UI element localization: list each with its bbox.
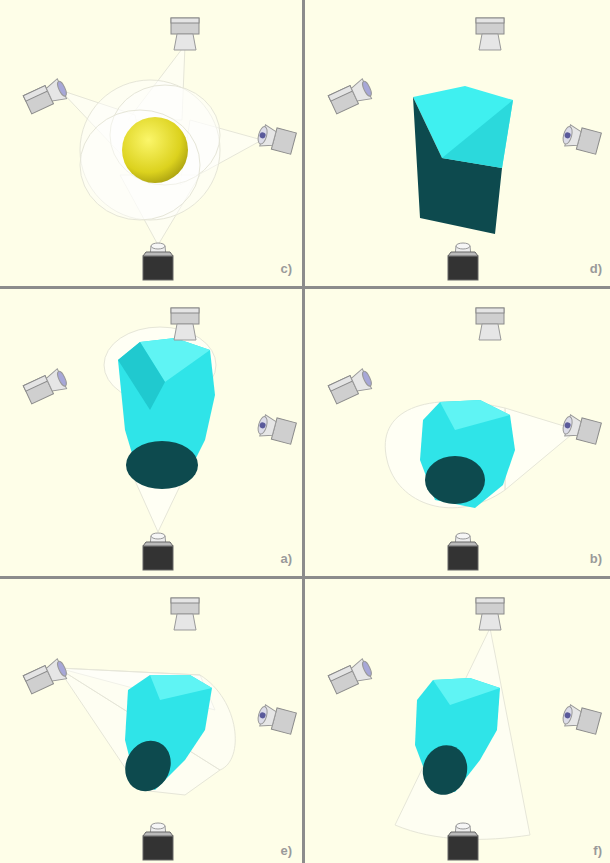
panel-label: d) (590, 262, 602, 275)
panel-label: f) (593, 844, 602, 857)
panel-c-figure (23, 308, 297, 570)
panel-label: b) (590, 552, 602, 565)
divider (0, 286, 610, 289)
divider (0, 576, 610, 579)
panel-label: c) (280, 262, 292, 275)
panel-label: e) (280, 844, 292, 857)
panel-b-figure (328, 18, 602, 280)
panel-d-figure (328, 308, 602, 570)
panel-f-figure (328, 598, 602, 860)
panel-e-figure (23, 598, 297, 860)
panel-a-figure (23, 18, 297, 280)
panel-label: a) (280, 552, 292, 565)
divider (302, 0, 305, 863)
